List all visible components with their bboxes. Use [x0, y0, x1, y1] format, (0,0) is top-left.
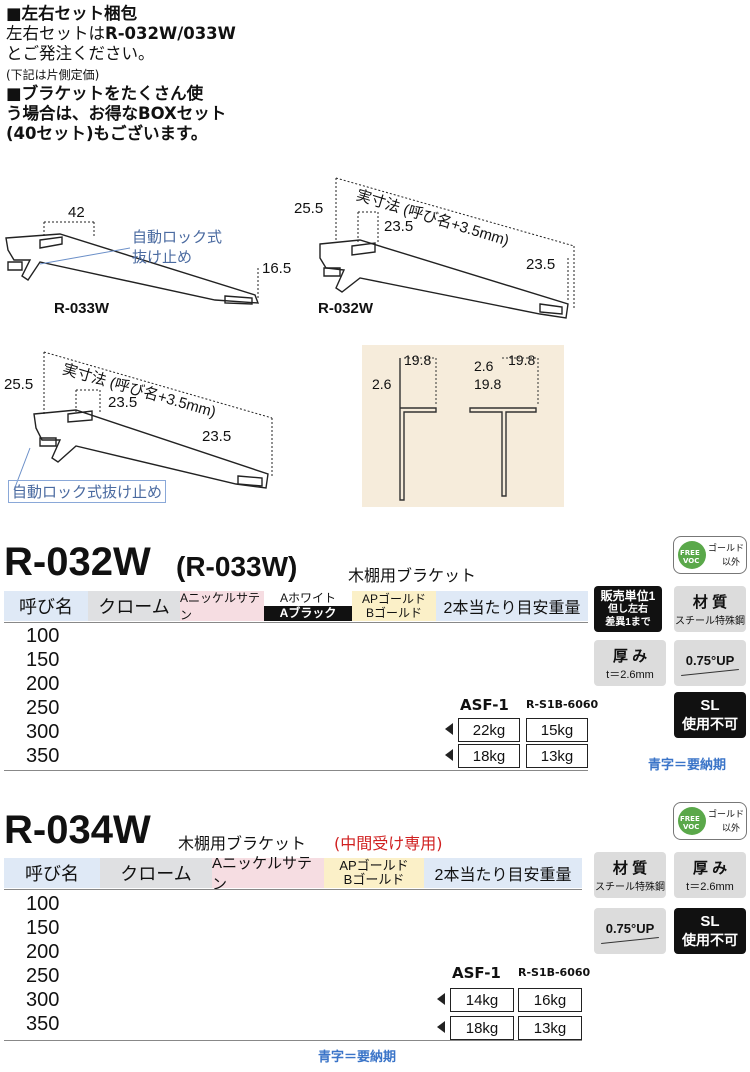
angle-line-icon: [601, 936, 659, 945]
leaf-icon: [678, 541, 706, 569]
dim-23-5-lower: 23.5: [108, 394, 138, 411]
box-line3: (40セット)もございます。: [6, 124, 208, 143]
box-line1: ■ブラケットをたくさん使: [6, 84, 204, 103]
p2-h-gold: APゴールド Bゴールド: [324, 858, 424, 888]
p2-size-4: 300: [26, 989, 60, 1011]
sec-19-8-a: 19.8: [404, 352, 432, 368]
notes-block: ■左右セット梱包 左右セットはR-032W/033W とご発注ください。 (下記…: [6, 4, 236, 144]
section-panel: [362, 345, 564, 507]
p1-size-5: 350: [26, 745, 60, 767]
p2-asf: ASF-1: [452, 964, 501, 982]
p2-arrow-row2: [437, 1021, 445, 1033]
p1-arrow-row1: [445, 723, 453, 735]
p2-thickness: 厚 み t＝2.6mm: [674, 852, 746, 898]
p2-size-0: 100: [26, 893, 60, 915]
p2-size-3: 250: [26, 965, 60, 987]
p2-size-1: 150: [26, 917, 60, 939]
p1-h-name: 呼び名: [4, 591, 88, 621]
p1-r1-rs: 15kg: [526, 718, 588, 742]
p1-r2-asf: 18kg: [458, 744, 520, 768]
sec-2-6-b: 2.6: [474, 358, 494, 374]
p1-thickness: 厚 み t＝2.6mm: [594, 640, 666, 686]
sec-2-6-a: 2.6: [372, 376, 392, 392]
bracket-032w-outline: [319, 239, 569, 319]
dim-16-5: 16.5: [262, 260, 292, 277]
p2-h-weight: 2本当たり目安重量: [424, 858, 582, 888]
p2-arrow-row1: [437, 993, 445, 1005]
p2-header-row: 呼び名 クローム Aニッケルサテン APゴールド Bゴールド 2本当たり目安重量: [4, 855, 582, 893]
bracket-033w-outline: [5, 233, 260, 304]
set-line3: (下記は片側定価): [6, 68, 100, 82]
dim-23-5-lower-right: 23.5: [202, 428, 232, 445]
p1-angle: 0.75°UP: [674, 640, 746, 686]
bracket-drawings: [5, 177, 575, 507]
p2-r1-rs: 16kg: [518, 988, 582, 1012]
p2-blue-note: 青字＝要納期: [318, 1049, 397, 1064]
p2-rs: R-S1B-6060: [518, 966, 591, 979]
p1-r2-rs: 13kg: [526, 744, 588, 768]
p1-r1-asf: 22kg: [458, 718, 520, 742]
set-line1-code: R-032W/033W: [105, 24, 236, 43]
p1-title-desc: 木棚用ブラケット: [348, 566, 477, 585]
p1-size-3: 250: [26, 697, 60, 719]
p1-title-main: R-032W: [4, 540, 151, 584]
set-line2: とご発注ください。: [6, 44, 155, 63]
p2-r2-asf: 18kg: [450, 1016, 514, 1040]
p1-sl: SL 使用不可: [674, 692, 746, 738]
p1-size-2: 200: [26, 673, 60, 695]
angle-line-icon: [681, 668, 739, 677]
p1-material: 材 質 スチール特殊鋼: [674, 586, 746, 632]
p2-size-5: 350: [26, 1013, 60, 1035]
p1-header-row: 呼び名 クローム Aニッケルサテン Aホワイト Aブラック APゴールド Bゴー…: [4, 591, 588, 622]
p1-sales-unit: 販売単位1 但し左右 差異1まで: [594, 586, 662, 632]
p1-size-4: 300: [26, 721, 60, 743]
sec-19-8-b: 19.8: [508, 352, 536, 368]
p1-size-1: 150: [26, 649, 60, 671]
dim-42: 42: [68, 204, 85, 221]
p1-h-white-black: Aホワイト Aブラック: [264, 591, 352, 621]
set-heading: ■左右セット梱包: [6, 4, 138, 23]
p2-h-nickel: Aニッケルサテン: [212, 855, 324, 893]
p2-angle: 0.75°UP: [594, 908, 666, 954]
p1-h-nickel: Aニッケルサテン: [180, 591, 264, 622]
p1-blue-note: 青字＝要納期: [648, 757, 727, 772]
p2-material: 材 質 スチール特殊鋼: [594, 852, 666, 898]
p1-h-weight: 2本当たり目安重量: [436, 591, 588, 621]
p2-sl: SL 使用不可: [674, 908, 746, 954]
dim-25-5-top: 25.5: [294, 200, 324, 217]
p2-voc-logo: FREE VOC ゴールド 以外: [673, 802, 747, 840]
p1-asf: ASF-1: [460, 696, 509, 714]
label-r-033w: R-033W: [54, 300, 110, 317]
p2-title-red: (中間受け専用): [334, 834, 443, 853]
p1-title-sub: (R-033W): [176, 551, 298, 582]
p1-h-chrome: クローム: [88, 591, 180, 621]
p2-h-name: 呼び名: [4, 858, 100, 888]
p2-title-desc: 木棚用ブラケット: [178, 834, 307, 853]
set-line1-pre: 左右セットは: [6, 24, 105, 43]
p2-r2-rs: 13kg: [518, 1016, 582, 1040]
dim-25-5-lower: 25.5: [4, 376, 34, 393]
p2-r1-asf: 14kg: [450, 988, 514, 1012]
auto-lock-callout: 自動ロック式抜け止め: [132, 228, 223, 266]
p1-h-gold: APゴールド Bゴールド: [352, 591, 436, 621]
label-r-032w: R-032W: [318, 300, 374, 317]
leaf-icon: [678, 807, 706, 835]
box-line2: う場合は、お得なBOXセット: [6, 104, 227, 123]
p1-arrow-row2: [445, 749, 453, 761]
p1-size-0: 100: [26, 625, 60, 647]
dim-23-5-right: 23.5: [526, 256, 556, 273]
auto-lock-full: 自動ロック式抜け止め: [8, 480, 167, 503]
p2-h-chrome: クローム: [100, 858, 212, 888]
sec-19-8-c: 19.8: [474, 376, 502, 392]
p1-voc-logo: FREE VOC ゴールド 以外: [673, 536, 747, 574]
p2-size-2: 200: [26, 941, 60, 963]
p2-title-main: R-034W: [4, 808, 151, 852]
p1-rs: R-S1B-6060: [526, 698, 599, 711]
dim-23-5-top: 23.5: [384, 218, 414, 235]
